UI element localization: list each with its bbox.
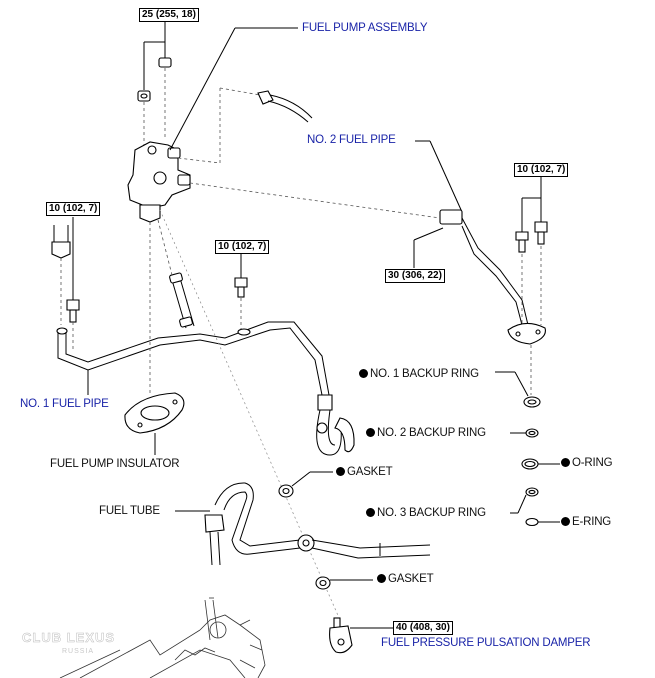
torque-spec-no1-pipe-center: 10 (102, 7)	[215, 240, 270, 254]
no2-pipe-bolts	[515, 177, 548, 395]
label-fuel-pump-assembly: FUEL PUMP ASSEMBLY	[302, 22, 428, 34]
label-no2-backup-ring: NO. 2 BACKUP RING	[366, 427, 486, 440]
centerline	[159, 209, 341, 621]
torque-spec-no2-pipe-bolts: 10 (102, 7)	[514, 163, 569, 177]
label-e-ring: E-RING	[561, 516, 611, 529]
no2-fuel-pipe-end	[177, 87, 441, 219]
engine-block-outline	[59, 597, 266, 678]
watermark-subtitle: RUSSIA	[62, 648, 95, 655]
non-reusable-dot-icon	[561, 457, 570, 467]
no1-pipe-left-bolt	[51, 217, 80, 350]
torque-spec-no2-pipe-union: 30 (306, 22)	[385, 269, 445, 283]
non-reusable-dot-icon	[561, 516, 570, 526]
non-reusable-dot-icon	[366, 427, 375, 437]
label-no2-fuel-pipe: NO. 2 FUEL PIPE	[307, 134, 396, 146]
label-gasket-lower: GASKET	[377, 573, 434, 586]
fuel-pump-assembly-part	[127, 27, 298, 223]
e-ring-text: E-RING	[572, 516, 612, 528]
connector-hose	[157, 219, 195, 329]
label-no1-backup-ring: NO. 1 BACKUP RING	[359, 368, 479, 381]
no3-backup-ring-text: NO. 3 BACKUP RING	[377, 507, 486, 519]
rings	[495, 371, 560, 527]
label-o-ring: O-RING	[561, 457, 613, 470]
non-reusable-dot-icon	[366, 507, 375, 517]
no2-backup-ring-text: NO. 2 BACKUP RING	[377, 427, 486, 439]
gasket-lower-text: GASKET	[388, 573, 434, 585]
torque-spec-damper: 40 (408, 30)	[393, 621, 453, 635]
o-ring-text: O-RING	[572, 457, 613, 469]
label-gasket-upper: GASKET	[336, 466, 393, 479]
label-fuel-tube: FUEL TUBE	[99, 505, 160, 517]
watermark-title: CLUB LEXUS	[22, 630, 116, 646]
no1-pipe-center-bolt	[234, 253, 251, 336]
fuel-pump-insulator-part	[124, 392, 185, 455]
no1-fuel-pipe-part	[56, 321, 355, 456]
label-no1-fuel-pipe: NO. 1 FUEL PIPE	[20, 398, 109, 410]
gasket-upper-text: GASKET	[347, 466, 393, 478]
fuel-pressure-pulsation-damper-part	[329, 617, 393, 654]
non-reusable-dot-icon	[359, 368, 368, 378]
no2-fuel-pipe-part	[413, 140, 546, 345]
label-fuel-pressure-pulsation-damper: FUEL PRESSURE PULSATION DAMPER	[381, 637, 591, 649]
torque-spec-pump-nut: 25 (255, 18)	[139, 8, 199, 22]
label-fuel-pump-insulator: FUEL PUMP INSULATOR	[50, 458, 180, 470]
pump-nut-icon	[137, 22, 172, 145]
non-reusable-dot-icon	[377, 573, 386, 583]
fuel-tube-part	[175, 482, 431, 566]
torque-spec-no1-pipe-left: 10 (102, 7)	[46, 202, 101, 216]
gaskets	[278, 471, 373, 590]
label-no3-backup-ring: NO. 3 BACKUP RING	[366, 507, 486, 520]
non-reusable-dot-icon	[336, 466, 345, 476]
no1-backup-ring-text: NO. 1 BACKUP RING	[370, 368, 479, 380]
